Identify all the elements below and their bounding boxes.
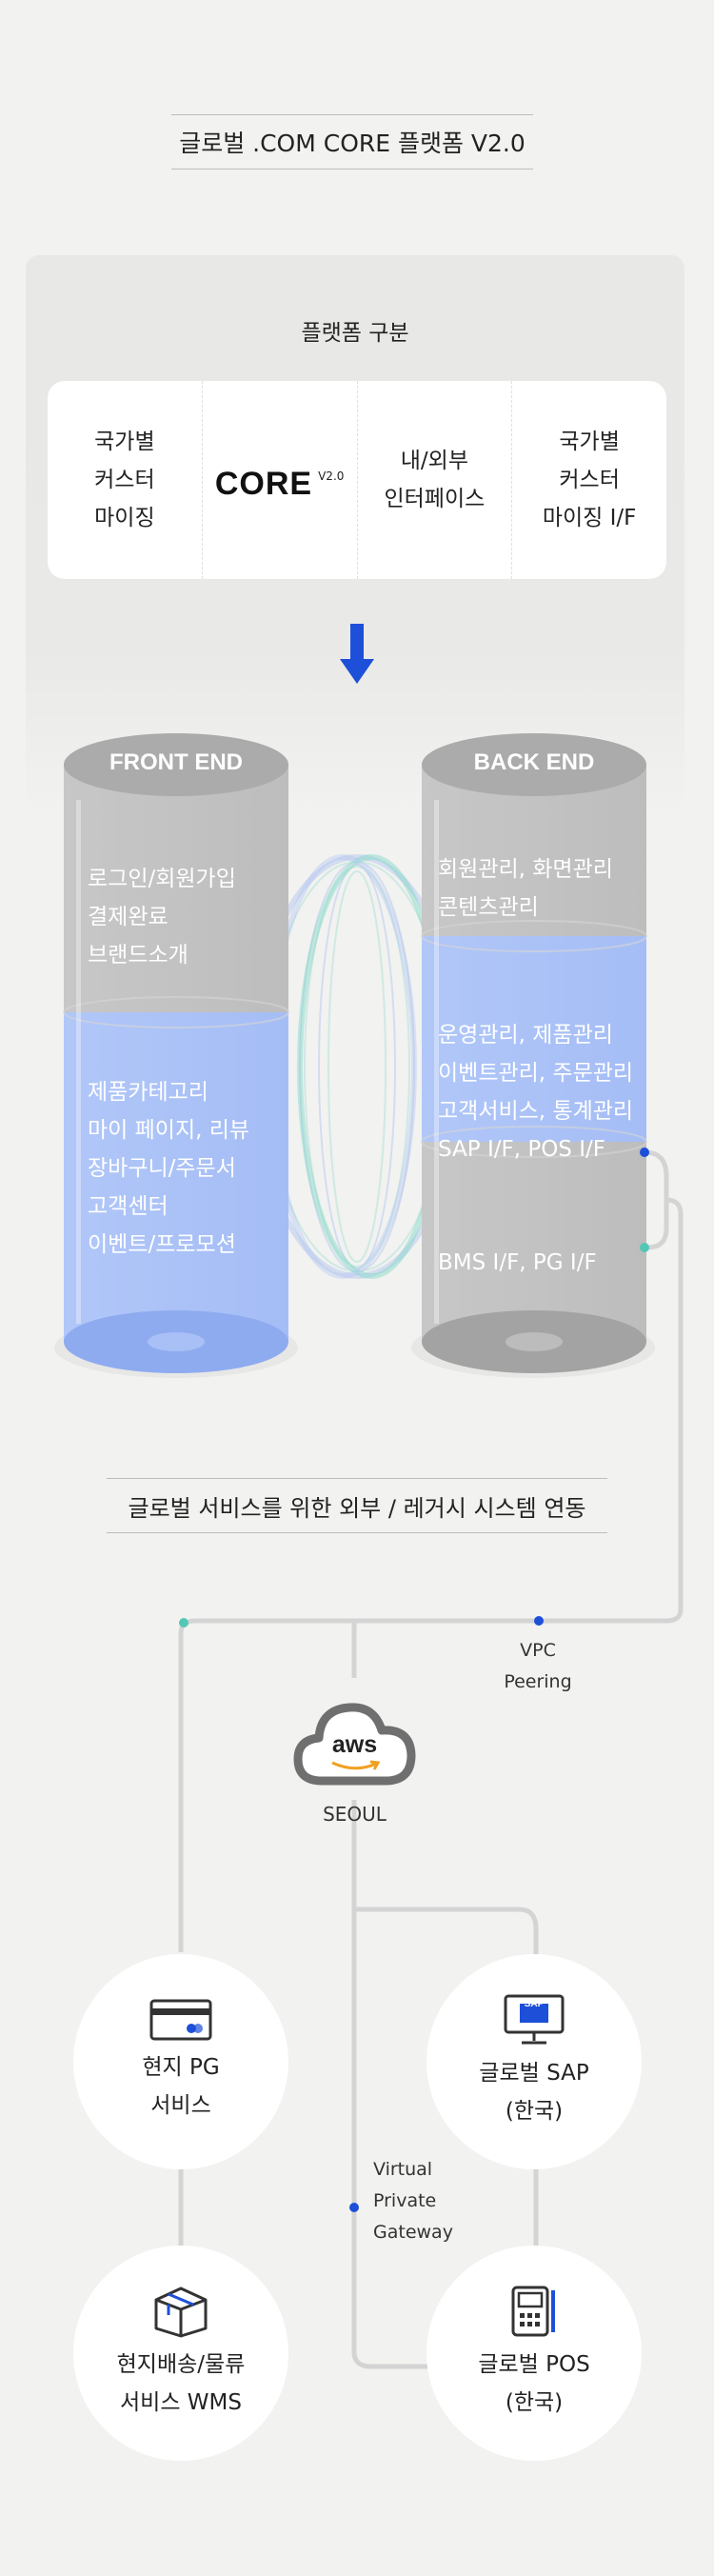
service-line: 현지 PG [142, 2055, 220, 2080]
box-icon [154, 2286, 208, 2338]
region-label: SEOUL [323, 1803, 387, 1826]
platform-col-interface: 내/외부 인터페이스 [358, 381, 513, 579]
service-line: 현지배송/물류 [116, 2352, 246, 2377]
front-end-cylinder [54, 733, 298, 1378]
back-end-bottom-items: BMS I/F, PG I/F [438, 1244, 597, 1282]
list-item: 제품카테고리 [88, 1080, 208, 1105]
service-wms: 현지배송/물류 서비스 WMS [73, 2246, 288, 2461]
sap-monitor-icon [504, 1994, 565, 2045]
list-item: BMS I/F, PG I/F [438, 1250, 597, 1275]
list-item: 회원관리, 화면관리 [438, 857, 613, 882]
connection-arcs-right [268, 854, 446, 1279]
list-item: 마이 페이지, 리뷰 [88, 1118, 250, 1143]
back-end-cylinder [411, 733, 655, 1378]
integration-heading: 글로벌 서비스를 위한 외부 / 레거시 시스템 연동 [107, 1478, 607, 1533]
col-line: 커스터 [559, 468, 620, 492]
list-item: 고객서비스, 통계관리 [438, 1099, 634, 1124]
front-end-label: FRONT END [109, 749, 243, 775]
page-title: 글로벌 .COM CORE 플랫폼 V2.0 [171, 114, 533, 170]
back-end-middle-items: 운영관리, 제품관리 이벤트관리, 주문관리 고객서비스, 통계관리 SAP I… [438, 1016, 633, 1168]
col-line: 커스터 [94, 468, 155, 492]
platform-card: 국가별 커스터 마이징 CORE V2.0 내/외부 인터페이스 국가별 커스터… [48, 381, 666, 579]
service-line: 서비스 WMS [120, 2390, 242, 2415]
col-line: 마이징 [94, 506, 155, 530]
core-logo-text: CORE [214, 466, 313, 502]
aws-smile-icon [331, 1760, 381, 1770]
service-sap: SAP 글로벌 SAP (한국) [426, 1954, 642, 2169]
platform-heading: 플랫폼 구분 [301, 321, 409, 346]
col-line: 국가별 [94, 429, 155, 454]
core-logo: CORE V2.0 [215, 457, 345, 503]
platform-col-core: CORE V2.0 [203, 381, 358, 579]
service-line: 서비스 [150, 2093, 211, 2118]
list-item: 브랜드소개 [88, 943, 188, 968]
list-item: 이벤트/프로모션 [88, 1232, 236, 1257]
platform-col-customizing: 국가별 커스터 마이징 [48, 381, 203, 579]
back-end-top-items: 회원관리, 화면관리 콘텐츠관리 [438, 850, 613, 927]
service-line: 글로벌 SAP [479, 2061, 589, 2086]
list-item: 이벤트관리, 주문관리 [438, 1061, 634, 1086]
list-item: 운영관리, 제품관리 [438, 1023, 613, 1048]
core-logo-version: V2.0 [318, 469, 345, 483]
pos-terminal-icon [511, 2286, 555, 2337]
aws-cloud-icon [293, 1703, 416, 1786]
list-item: SAP I/F, POS I/F [438, 1137, 605, 1162]
list-item: 로그인/회원가입 [88, 867, 236, 891]
vpg-label: Virtual Private Gateway [373, 2159, 453, 2243]
down-arrow-icon [340, 624, 374, 684]
front-end-top-items: 로그인/회원가입 결제완료 브랜드소개 [88, 860, 236, 974]
col-line: 국가별 [559, 429, 620, 454]
list-item: 장바구니/주문서 [88, 1156, 236, 1181]
service-line: (한국) [505, 2390, 564, 2415]
connector-dots [179, 1148, 649, 2212]
back-end-label: BACK END [473, 749, 595, 775]
col-line: 인터페이스 [384, 487, 486, 511]
service-line: 글로벌 POS [478, 2352, 590, 2377]
front-end-bottom-items: 제품카테고리 마이 페이지, 리뷰 장바구니/주문서 고객센터 이벤트/프로모션 [88, 1073, 249, 1264]
service-pos: 글로벌 POS (한국) [426, 2246, 642, 2461]
sap-badge-text: SAP [524, 1999, 545, 2009]
list-item: 콘텐츠관리 [438, 895, 539, 920]
list-item: 고객센터 [88, 1194, 169, 1219]
vpc-peering-label: VPC Peering [504, 1640, 572, 1692]
aws-logo-text: aws [331, 1731, 378, 1758]
platform-col-customizing-if: 국가별 커스터 마이징 I/F [512, 381, 666, 579]
credit-card-icon [149, 1999, 212, 2041]
col-line: 내/외부 [400, 449, 468, 473]
col-line: 마이징 I/F [542, 506, 637, 530]
service-line: (한국) [505, 2099, 564, 2124]
list-item: 결제완료 [88, 905, 169, 929]
service-pg: 현지 PG 서비스 [73, 1954, 288, 2169]
